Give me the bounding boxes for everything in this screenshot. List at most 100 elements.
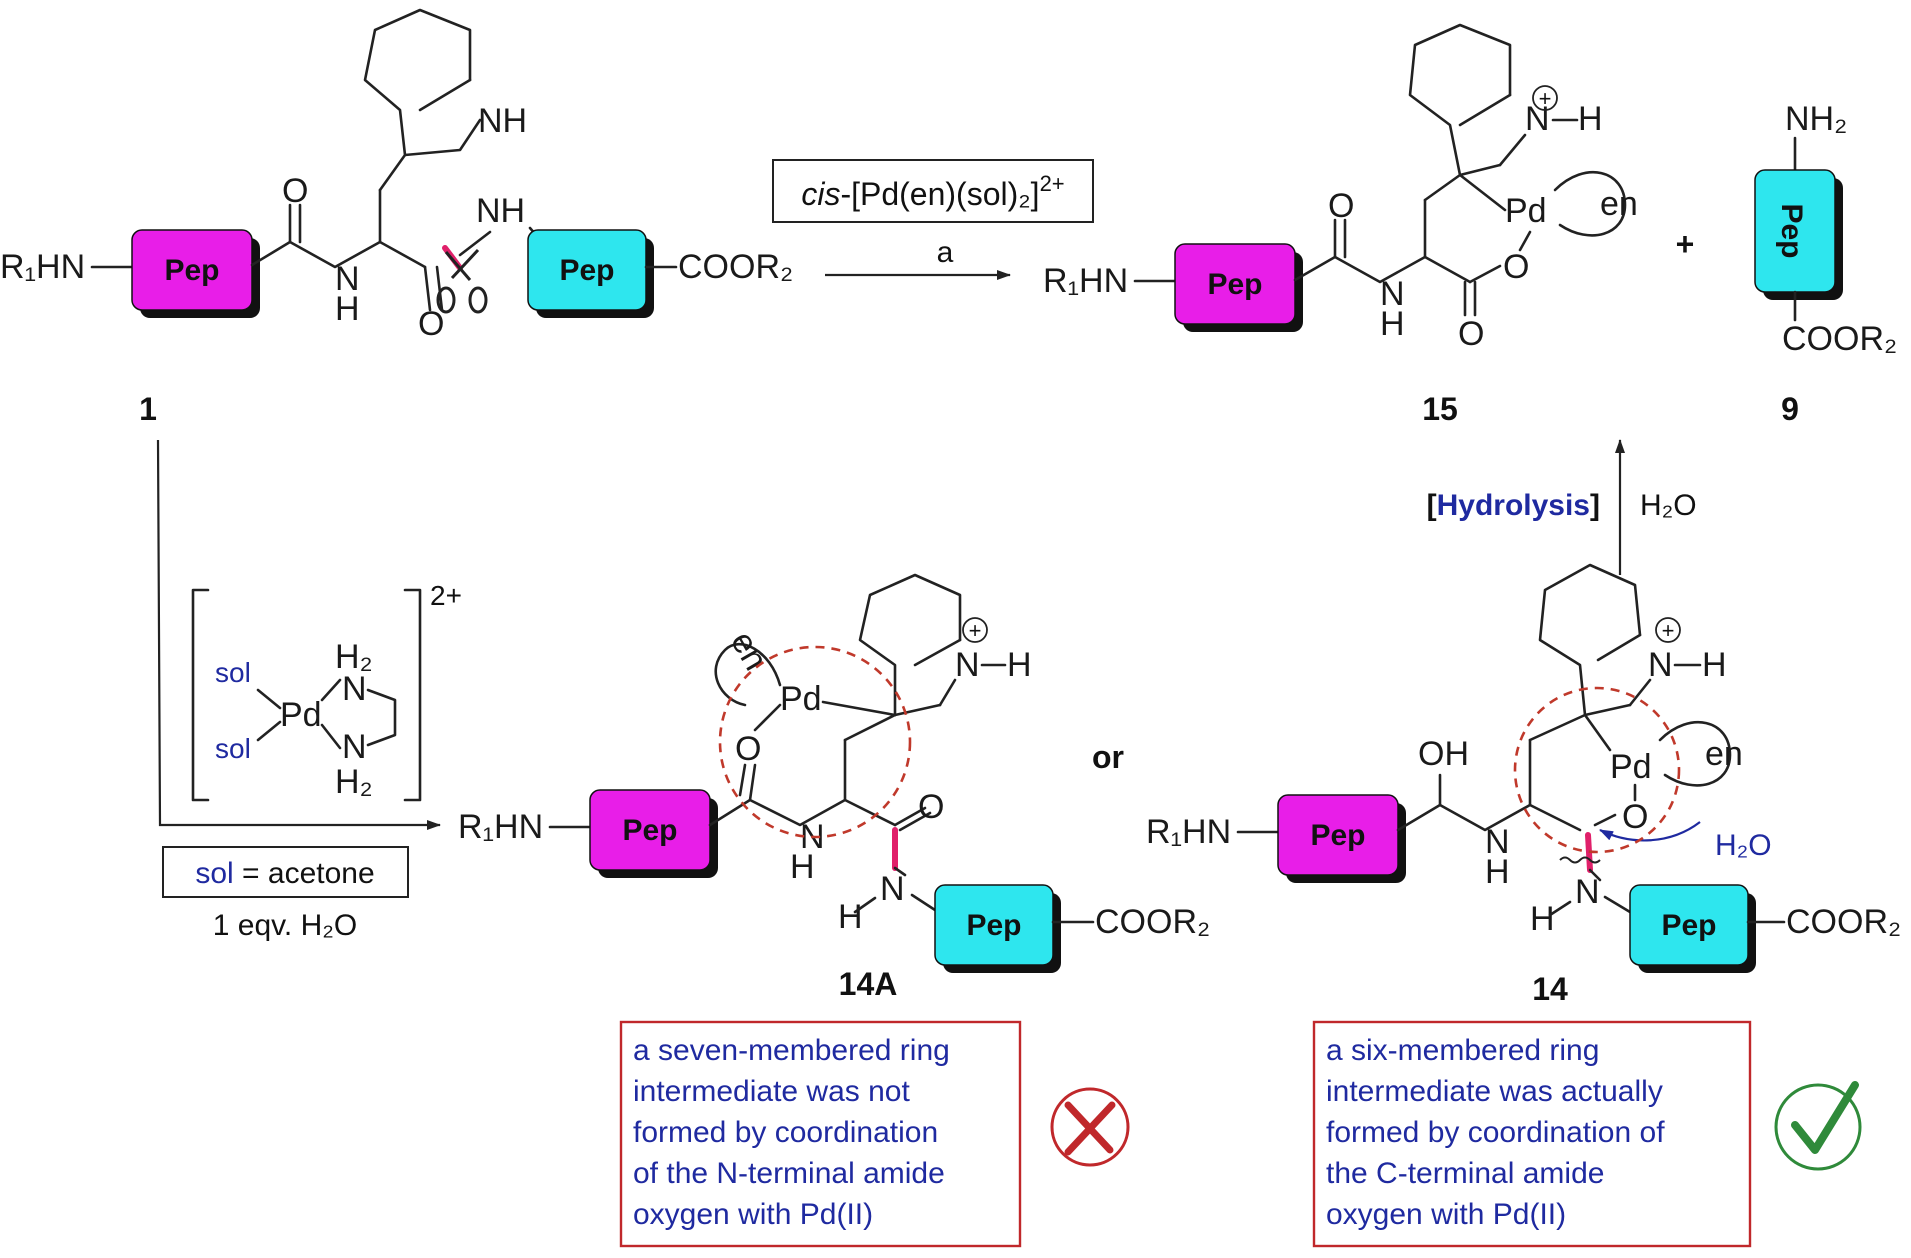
- pd-label: Pd: [1505, 192, 1547, 230]
- positive-charge: +: [1662, 618, 1675, 643]
- n-label: N: [342, 670, 367, 708]
- note-line: of the N-terminal amide: [633, 1157, 945, 1190]
- oh-label: OH: [1418, 735, 1469, 773]
- reagent-text: cis-[Pd(en)(sol)₂]2+: [801, 171, 1064, 212]
- r1hn-label: R₁HN: [1043, 262, 1128, 300]
- compound-14A-structure: R₁HN Pep O Pd en N H N + H O N: [458, 573, 1210, 1002]
- h2-label: H₂: [335, 638, 373, 676]
- oxygen-label: O: [1622, 798, 1648, 836]
- cooor2-label: COOR₂: [1095, 903, 1210, 941]
- pd-en-complex: 2+ sol sol Pd H₂ N N H₂: [191, 580, 462, 802]
- n-label: N: [335, 260, 360, 298]
- oxygen-label: O: [1503, 248, 1529, 286]
- sol-definition-box: [162, 846, 409, 898]
- pep-box-magenta-14: Pep: [1277, 794, 1406, 883]
- oxygen-label: O: [1328, 187, 1354, 225]
- cooor2-label: COOR₂: [678, 248, 793, 286]
- n-label: N: [1380, 275, 1405, 313]
- note-line: a six-membered ring: [1326, 1034, 1599, 1067]
- hydrolysis-reagent: H₂O: [1640, 489, 1697, 522]
- h-label: H: [1007, 646, 1032, 684]
- step-label: a: [937, 236, 954, 269]
- h-label: H: [1380, 305, 1405, 343]
- oxygen-label: O: [735, 730, 761, 768]
- h-label: H: [1578, 100, 1603, 138]
- six-membered-ring-highlight: [1513, 686, 1681, 854]
- pep-label: Pep: [164, 254, 219, 287]
- en-label: en: [723, 625, 775, 677]
- r1hn-label: R₁HN: [0, 248, 85, 286]
- h-label: H: [1530, 900, 1555, 938]
- complexation-arrow: 2+ sol sol Pd H₂ N N H₂ sol = acetone 1 …: [156, 439, 462, 942]
- pd-label: Pd: [1610, 748, 1652, 786]
- n-label: N: [342, 728, 367, 766]
- water-equivalent: 1 eqv. H₂O: [213, 909, 357, 942]
- pep-label: Pep: [966, 909, 1021, 942]
- complex-charge: 2+: [430, 580, 462, 611]
- pep-label: Pep: [1661, 909, 1716, 942]
- or-label: or: [1092, 739, 1124, 775]
- h-label: H: [335, 290, 360, 328]
- note-line: a seven-membered ring: [633, 1034, 950, 1067]
- h-label: H: [838, 898, 863, 936]
- r1hn-label: R₁HN: [1146, 813, 1231, 851]
- sol-definition: sol = acetone: [195, 857, 374, 890]
- pep-box-cyan-9: Pep: [1754, 169, 1843, 300]
- pep-box-cyan-14A: Pep: [934, 884, 1061, 973]
- water-label: H₂O: [1715, 829, 1772, 862]
- pep-label: Pep: [1310, 819, 1365, 852]
- note-left: a seven-membered ring intermediate was n…: [619, 1020, 1022, 1248]
- compound-1-label: 1: [139, 391, 157, 427]
- r1hn-label: R₁HN: [458, 808, 543, 846]
- en-label: en: [1705, 735, 1743, 773]
- compound-15-label: 15: [1422, 391, 1458, 427]
- n-label: N: [955, 646, 980, 684]
- amide-nh-label: NH: [476, 192, 525, 230]
- reaction-arrow-a: cis-[Pd(en)(sol)₂]2+ a: [772, 159, 1094, 280]
- note-line: oxygen with Pd(II): [1326, 1198, 1566, 1231]
- en-label: en: [1600, 185, 1638, 223]
- cooor2-label: COOR₂: [1782, 320, 1897, 358]
- reagent-box: [772, 159, 1094, 223]
- note-line: the C-terminal amide: [1326, 1157, 1604, 1190]
- compound-1-structure: R₁HN Pep O N H NH O NH: [0, 8, 793, 427]
- compound-14-structure: R₁HN Pep OH N H N + H Pd en O N H: [1146, 563, 1901, 1007]
- plus-sign: +: [1676, 226, 1695, 262]
- pep-label: Pep: [622, 814, 677, 847]
- carbonyl-o-label: O: [918, 788, 944, 826]
- note-right: a six-membered ring intermediate was act…: [1312, 1020, 1752, 1248]
- compound-14A-label: 14A: [839, 966, 898, 1002]
- n-label: N: [1485, 823, 1510, 861]
- pep-box-magenta-14A: Pep: [589, 789, 718, 878]
- compound-9-label: 9: [1781, 391, 1799, 427]
- pep-box-magenta-1: Pep: [131, 229, 260, 318]
- cross-icon: [1050, 1087, 1130, 1167]
- indole-nh-label: NH: [478, 102, 527, 140]
- pep-label: Pep: [559, 254, 614, 287]
- carbonyl-o-label: O: [418, 305, 444, 343]
- h2-label: H₂: [335, 763, 373, 801]
- sol-label: sol: [215, 657, 251, 688]
- pep-label: Pep: [1775, 203, 1808, 258]
- positive-charge: +: [1539, 86, 1552, 111]
- n-label: N: [1575, 873, 1600, 911]
- check-icon: [1774, 1081, 1862, 1171]
- compound-9-structure: NH₂ Pep COOR₂ 9: [1754, 100, 1897, 427]
- pep-box-cyan-1: Pep: [527, 229, 654, 318]
- positive-charge: +: [969, 618, 982, 643]
- hydrolysis-arrow: [Hydrolysis] H₂O: [1427, 439, 1697, 575]
- h-label: H: [790, 848, 815, 886]
- compound-14-label: 14: [1532, 971, 1568, 1007]
- h-label: H: [1702, 646, 1727, 684]
- scissors-icon: [436, 248, 488, 314]
- pd-label: Pd: [780, 680, 822, 718]
- compound-15-structure: R₁HN Pep O N H N + H Pd en O O 15: [1043, 23, 1638, 427]
- note-line: formed by coordination of: [1326, 1116, 1665, 1149]
- note-line: oxygen with Pd(II): [633, 1198, 873, 1231]
- note-line: intermediate was not: [633, 1075, 910, 1108]
- seven-membered-ring-highlight: [718, 645, 912, 839]
- note-line: intermediate was actually: [1326, 1075, 1663, 1108]
- water-attack-arrow: [1599, 821, 1701, 842]
